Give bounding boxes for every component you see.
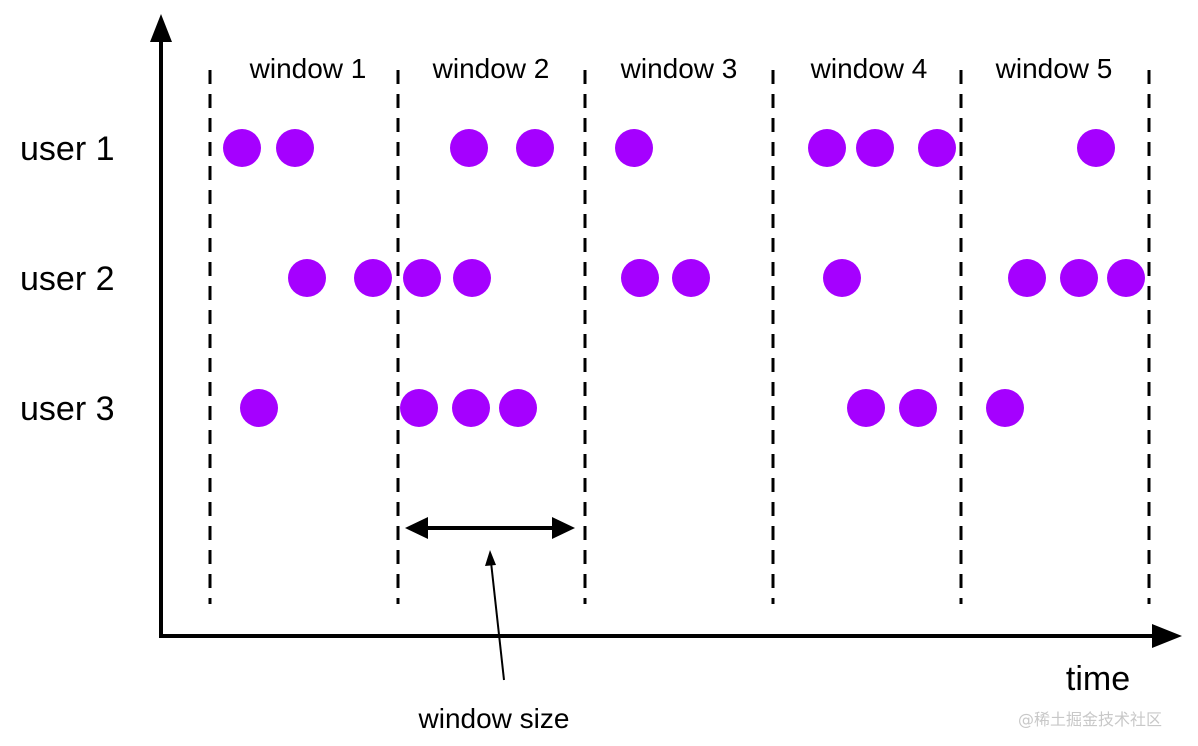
event-dot — [986, 389, 1024, 427]
x-axis-label-time: time — [1066, 660, 1130, 698]
window-label-4: window 4 — [810, 53, 928, 84]
event-dot — [516, 129, 554, 167]
event-dot — [403, 259, 441, 297]
user-1-events — [223, 129, 1115, 167]
event-dot — [450, 129, 488, 167]
x-axis-arrowhead — [1152, 624, 1182, 648]
window-label-1: window 1 — [249, 53, 367, 84]
window-label-3: window 3 — [620, 53, 738, 84]
event-dot — [823, 259, 861, 297]
event-dot — [1107, 259, 1145, 297]
user-labels: user 1 user 2 user 3 — [20, 130, 115, 428]
axes — [150, 14, 1182, 648]
event-dot — [354, 259, 392, 297]
event-dot — [499, 389, 537, 427]
event-dot — [1060, 259, 1098, 297]
event-dot — [847, 389, 885, 427]
event-dot — [276, 129, 314, 167]
user-label-1: user 1 — [20, 130, 115, 168]
user-label-2: user 2 — [20, 260, 115, 298]
window-size-arrowhead-right — [552, 517, 575, 539]
event-dot — [808, 129, 846, 167]
window-size-arrowhead-left — [405, 517, 428, 539]
event-dot — [621, 259, 659, 297]
event-dot — [918, 129, 956, 167]
event-dot — [615, 129, 653, 167]
event-dot — [452, 389, 490, 427]
window-size-pointer-arrowhead — [485, 550, 496, 566]
y-axis-arrowhead — [150, 14, 172, 42]
window-label-2: window 2 — [432, 53, 550, 84]
window-size-pointer-line — [490, 561, 505, 681]
window-boundaries — [208, 70, 1151, 604]
event-dot — [1008, 259, 1046, 297]
event-dot — [400, 389, 438, 427]
window-size-label: window size — [418, 703, 570, 734]
watermark: @稀土掘金技术社区 — [1018, 710, 1163, 729]
user-2-events — [288, 259, 1145, 297]
event-dot — [288, 259, 326, 297]
event-dot — [672, 259, 710, 297]
event-dot — [1077, 129, 1115, 167]
event-dot — [899, 389, 937, 427]
event-dot — [240, 389, 278, 427]
user-label-3: user 3 — [20, 390, 115, 428]
event-dot — [453, 259, 491, 297]
window-size-annotation: window size — [405, 517, 575, 734]
window-label-5: window 5 — [995, 53, 1113, 84]
event-dot — [856, 129, 894, 167]
user-3-events — [240, 389, 1024, 427]
window-labels: window 1 window 2 window 3 window 4 wind… — [249, 53, 1113, 84]
event-dot — [223, 129, 261, 167]
